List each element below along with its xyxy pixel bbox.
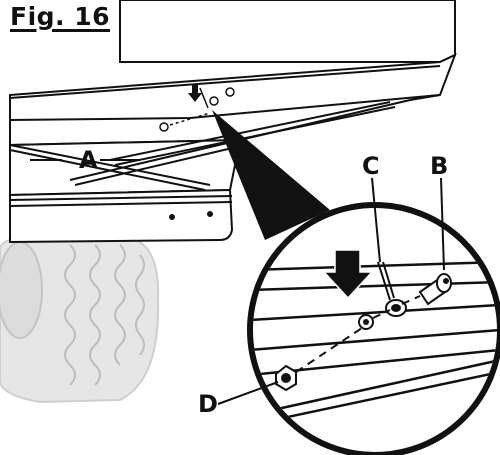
top-fasteners — [159, 87, 235, 132]
top-arrow — [188, 84, 202, 102]
detail-circle — [247, 202, 500, 455]
zoom-wedge — [212, 110, 330, 240]
leader-lines — [30, 159, 445, 405]
callout-d: D — [198, 390, 218, 418]
callout-a: A — [79, 146, 98, 174]
figure-title: Fig. 16 — [10, 2, 111, 31]
nut-c — [358, 314, 374, 330]
callout-b: B — [430, 152, 449, 180]
frame-rivets — [169, 211, 213, 220]
tire — [0, 237, 160, 404]
install-arrow — [322, 249, 374, 300]
assembly-lines — [295, 295, 421, 373]
clip-c — [377, 261, 407, 317]
callout-c: C — [362, 152, 380, 180]
cross-brace — [9, 101, 396, 191]
nut-d — [275, 364, 297, 392]
bolt-b — [418, 273, 452, 306]
